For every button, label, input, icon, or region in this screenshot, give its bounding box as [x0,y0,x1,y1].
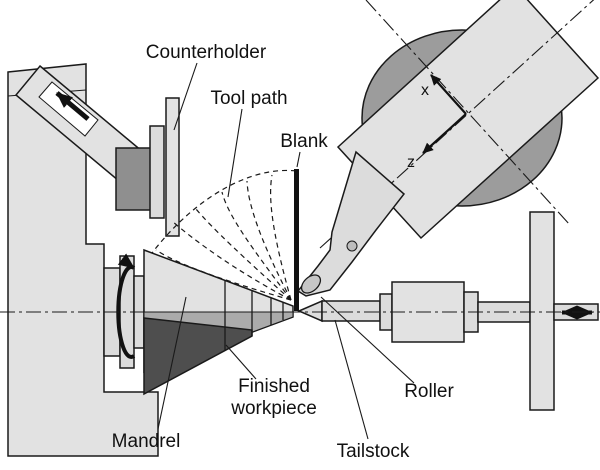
tool-path-pass [221,191,292,301]
roller-cross-centerline [365,0,571,226]
tool-path-pass [155,249,292,301]
leader-blank [296,151,301,168]
frame-plate-right [529,211,555,411]
axis-x-arrow [430,74,467,115]
tool-path-pass [270,174,292,301]
counterholder-plate-inner [149,125,165,219]
label-finished-line1: Finished [238,376,310,397]
label-blank: Blank [280,131,328,152]
tool-path-pass [246,180,292,301]
label-finished-line2: workpiece [230,398,317,419]
fork-bolt [346,240,358,252]
counterholder-arm-slot [38,81,99,137]
tool-path-envelope [151,169,297,254]
tool-post [336,0,600,240]
roller-wheel [300,274,322,294]
tailstock-shaft [321,300,381,322]
counterholder-block [115,147,155,211]
leader-mandrel [157,296,187,430]
label-roller: Roller [404,381,454,402]
counterholder-feed-arrow [55,91,90,121]
axis-x-label: x [421,82,429,99]
label-tool-path: Tool path [210,88,287,109]
roller-fork [296,150,406,297]
tailstock-tip [297,299,323,323]
leader-roller [320,296,415,384]
axis-z-arrow [422,113,467,154]
leader-finished [225,344,257,380]
leader-tailstock [334,319,369,440]
leader-lines [157,62,415,440]
label-tailstock: Tailstock [337,441,410,462]
label-counterholder: Counterholder [146,42,267,63]
label-mandrel: Mandrel [112,431,181,452]
counterholder-plate-outer [165,97,180,237]
tool-path-pass [171,220,292,301]
leader-counterholder [173,62,198,131]
tool-path-arcs [151,169,297,301]
axis-z-label: z [407,154,415,171]
leader-tool-path [227,108,243,198]
tool-path-pass [195,208,292,301]
